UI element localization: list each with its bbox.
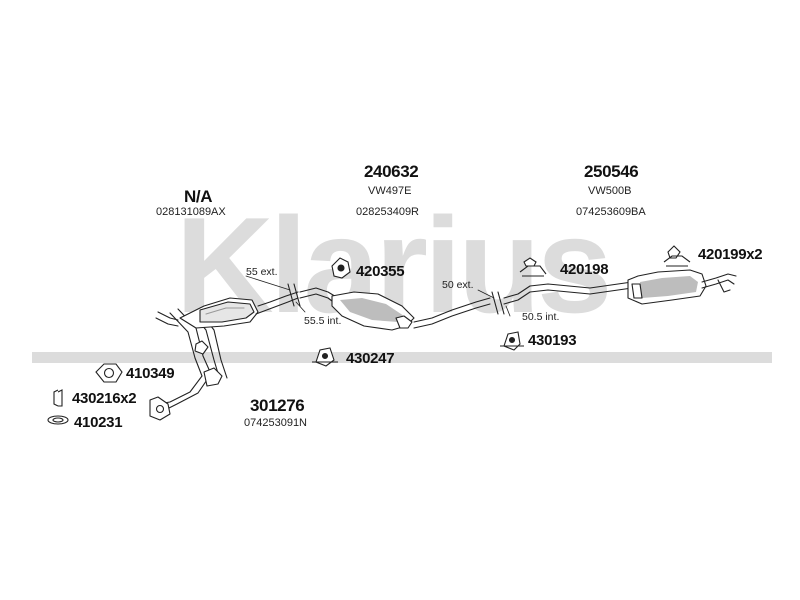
dimension-rear-int: 50.5 int.: [522, 311, 560, 323]
rear-silencer: [503, 269, 737, 305]
section-rear-model: VW500B: [588, 185, 632, 197]
seal-ring-icon: [47, 415, 69, 425]
section-front-pipe-oem: 074253091N: [244, 417, 308, 429]
catalytic-converter: [179, 291, 299, 329]
section-middle-code: 240632: [364, 162, 419, 181]
section-cat-oem: 028131089AX: [156, 206, 226, 218]
fitting-code-430247: 430247: [346, 350, 395, 367]
middle-silencer: [299, 287, 491, 331]
fitting-code-430193: 430193: [528, 332, 577, 349]
front-joint-marker: [245, 275, 306, 313]
dimension-rear-ext: 50 ext.: [442, 279, 474, 291]
watermark-bar: [32, 352, 772, 363]
fitting-code-420198: 420198: [560, 261, 609, 278]
section-middle-oem: 028253409R: [356, 206, 420, 218]
dimension-front-int: 55.5 int.: [304, 315, 342, 327]
section-rear-oem: 074253609BA: [576, 206, 646, 218]
rubber-hanger-icon: [331, 257, 351, 279]
rear-hanger-icon: [519, 257, 547, 277]
fitting-code-410349: 410349: [126, 365, 175, 382]
fitting-code-420355: 420355: [356, 263, 405, 280]
dimension-front-ext: 55 ext.: [246, 266, 278, 278]
section-middle-model: VW497E: [368, 185, 412, 197]
section-cat-code: N/A: [184, 187, 213, 206]
section-rear-code: 250546: [584, 162, 639, 181]
fitting-code-420199x2: 420199x2: [698, 246, 763, 263]
clamp-bolt-icon: [53, 389, 63, 407]
rear-clamp-icon: [500, 331, 524, 351]
tail-hanger-icon: [663, 245, 691, 267]
section-front-pipe-code: 301276: [250, 396, 305, 415]
rear-joint-marker: [477, 289, 511, 317]
gasket-ring-icon: [95, 363, 123, 383]
clamp-bracket-icon: [312, 347, 338, 367]
fitting-code-410231: 410231: [74, 414, 123, 431]
fitting-code-430216x2: 430216x2: [72, 390, 137, 407]
